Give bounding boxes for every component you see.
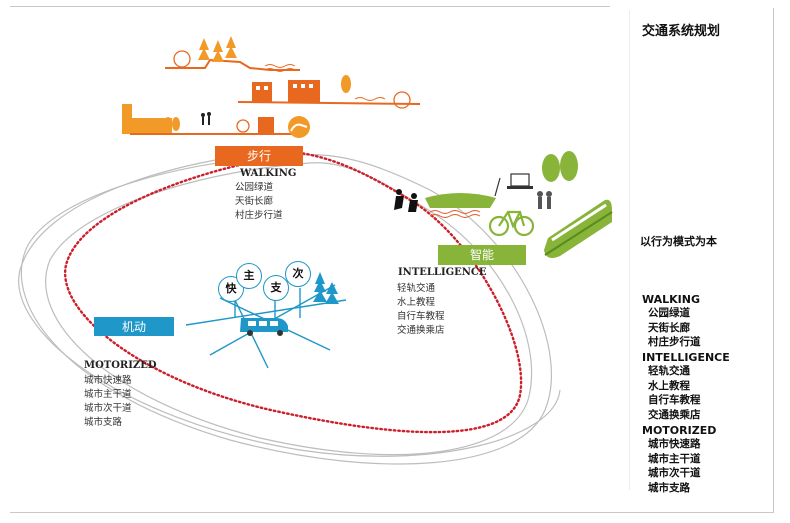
intelligence-item: 自行车教程: [397, 311, 445, 322]
tree-icon: [198, 36, 237, 62]
motorized-item: 城市次干道: [84, 403, 132, 414]
panel-subtitle: 以行为模式为本: [640, 235, 717, 248]
motorized-item: 城市支路: [84, 417, 123, 428]
legend-item: 城市次干道: [648, 467, 701, 479]
frame-right-line: [773, 8, 774, 513]
boat-icon: [425, 193, 496, 208]
legend-item: 城市支路: [648, 481, 690, 494]
walking-heading: WALKING: [240, 168, 297, 179]
intelligence-items: 轻轨交通 水上教程 自行车教程 交通换乘店: [397, 282, 445, 338]
legend-motorized-items: 城市快速路 城市主干道 城市次干道 城市支路: [648, 437, 701, 495]
frame-top-line: [10, 6, 610, 7]
walking-items: 公园绿道 天街长廊 村庄步行道: [235, 181, 283, 223]
walking-landscape: [122, 36, 421, 138]
road-bubble-arterial: 主: [236, 263, 262, 289]
road-bubble-branch: 支: [263, 275, 289, 301]
tree-icon: [341, 75, 351, 93]
tree-icon: [393, 91, 411, 109]
legend-item: 水上教程: [648, 379, 690, 392]
frame-bottom-line: [10, 512, 774, 513]
intelligence-cluster: [394, 151, 613, 258]
legend-item: 交通换乘店: [648, 408, 701, 421]
motorized-tag: 机动: [94, 317, 174, 336]
legend-item: 轻轨交通: [648, 365, 690, 377]
walking-tag: 步行: [215, 146, 303, 166]
legend-item: 城市快速路: [648, 438, 701, 450]
orbit-line-2: [45, 162, 533, 456]
pavilion-roof-mark: [290, 123, 308, 132]
intelligence-tag: 智能: [438, 245, 526, 265]
tree-icon: [173, 50, 191, 68]
legend-item: 村庄步行道: [648, 336, 701, 348]
legend-walking-heading: WALKING: [642, 293, 701, 306]
building-icon: [252, 82, 272, 102]
people-icon: [201, 112, 211, 125]
legend-item: 城市主干道: [648, 452, 701, 465]
legend-intelligence-heading: INTELLIGENCE: [642, 351, 730, 364]
boat-mast-mark: [494, 177, 501, 197]
road-arrow-line: [185, 299, 347, 326]
walking-item: 公园绿道: [235, 182, 274, 193]
page-title: 交通系统规划: [642, 24, 721, 39]
people-icon: [394, 189, 418, 212]
motorized-heading: MOTORIZED: [84, 360, 157, 371]
intelligence-item: 轻轨交通: [397, 283, 436, 294]
window-marks: [256, 84, 313, 90]
motorized-item: 城市快速路: [84, 375, 132, 386]
bicycle-icon: [488, 210, 535, 237]
motorized-item: 城市主干道: [84, 389, 132, 400]
legend-item: 公园绿道: [648, 307, 690, 319]
laptop-icon: [510, 173, 530, 187]
legend-walking-items: 公园绿道 天街长廊 村庄步行道: [648, 306, 701, 350]
orbit-line-3: [18, 149, 561, 457]
people-icon: [537, 191, 552, 209]
legend-item: 天街长廊: [648, 321, 690, 334]
tree-icon: [542, 151, 578, 182]
intelligence-item: 交通换乘店: [397, 325, 445, 336]
legend-item: 自行车教程: [648, 394, 701, 406]
pavilion-icon: [288, 116, 310, 138]
intelligence-item: 水上教程: [397, 297, 436, 308]
wave-icon: [264, 64, 296, 72]
building-icon: [288, 80, 320, 102]
hill-line-2: [237, 101, 421, 105]
wave-icon: [429, 210, 481, 218]
walking-item: 村庄步行道: [235, 210, 283, 221]
car-icon: [240, 318, 288, 336]
tram-icon: [544, 199, 613, 258]
walking-item: 天街长廊: [235, 196, 274, 207]
legend-intelligence-items: 轻轨交通 水上教程 自行车教程 交通换乘店: [648, 364, 701, 422]
legend-motorized-heading: MOTORIZED: [642, 424, 717, 437]
frame-divider-line: [629, 10, 630, 490]
road-bubble-secondary: 次: [285, 261, 311, 287]
building-icon: [258, 117, 274, 134]
motorized-items: 城市快速路 城市主干道 城市次干道 城市支路: [84, 374, 132, 430]
tree-icon: [164, 117, 180, 131]
laptop-base-mark: [507, 186, 533, 189]
hill-line-1: [165, 58, 300, 71]
tree-icon: [236, 119, 250, 133]
wave-icon: [354, 97, 386, 101]
intelligence-heading: INTELLIGENCE: [398, 267, 487, 278]
building-icon: [122, 118, 172, 134]
tree-icon: [313, 272, 339, 304]
